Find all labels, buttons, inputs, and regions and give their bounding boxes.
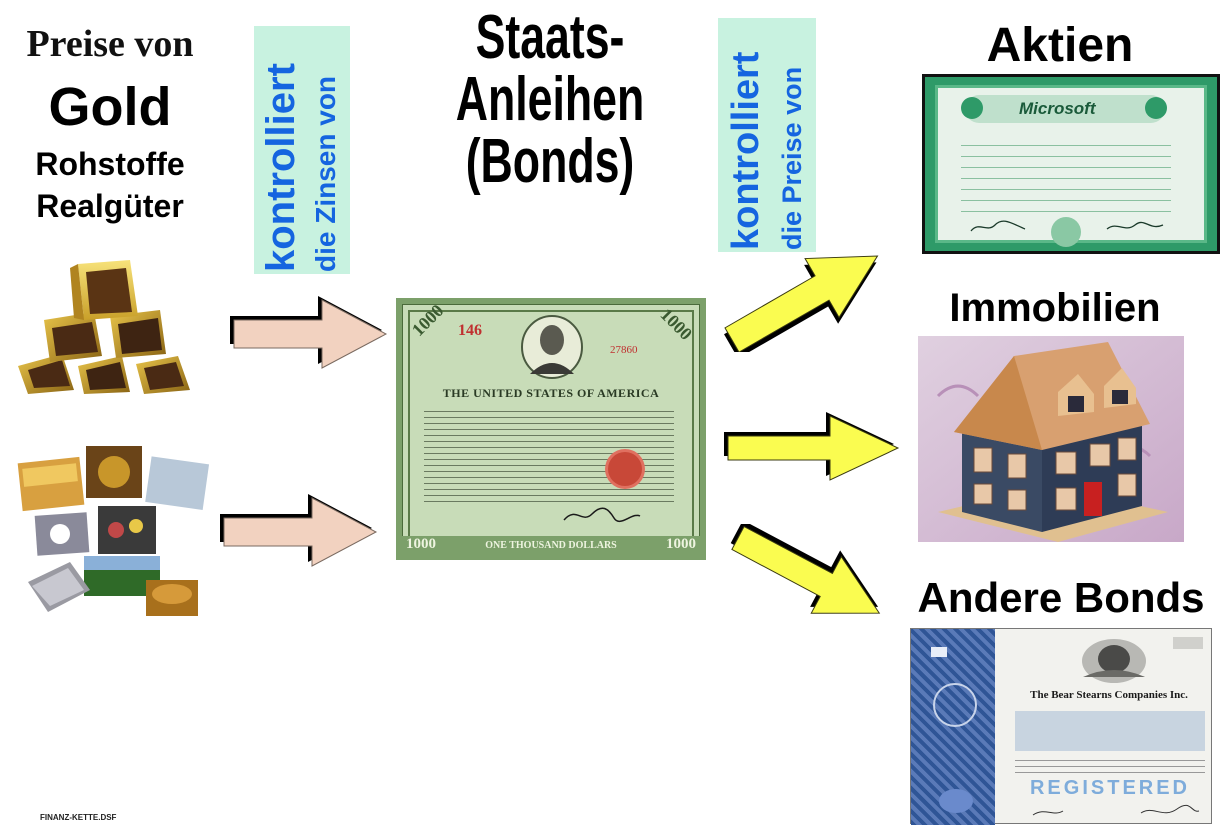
bond-seal — [608, 452, 642, 486]
label-kontrolliert-zinsen: kontrolliert die Zinsen von — [254, 26, 350, 274]
label-preise-right: die Preise von — [777, 66, 807, 250]
title-immobilien: Immobilien — [949, 286, 1161, 330]
center-title-anleihen: Anleihen — [455, 65, 645, 134]
bond-portrait — [521, 315, 583, 379]
arrow-gold-to-bonds — [230, 296, 388, 369]
left-title-line1: Preise von — [26, 23, 194, 65]
arrow-bonds-to-andere-bonds — [730, 524, 881, 614]
left-title-rohstoffe: Rohstoffe — [35, 146, 185, 182]
label-kontrolliert-preise: kontrolliert die Preise von — [718, 18, 816, 252]
title-aktien: Aktien — [986, 19, 1134, 72]
bond-number-bottom-left: 1000 — [406, 536, 436, 552]
left-title-realgueter: Realgüter — [36, 188, 184, 224]
us-bond-certificate: 1000 1000 146 27860 THE UNITED STATES OF… — [396, 298, 706, 560]
gold-bars-image — [18, 260, 190, 394]
registered-stamp: REGISTERED — [1029, 777, 1191, 799]
bond-signature — [563, 507, 641, 523]
stock-certificate-microsoft: Microsoft — [922, 74, 1220, 254]
label-kontrolliert-right: kontrolliert — [725, 51, 767, 250]
bond-code: 27860 — [610, 344, 638, 356]
microsoft-logo-text: Microsoft — [1019, 99, 1096, 118]
arrow-bonds-to-aktien — [724, 255, 879, 352]
bond-header: THE UNITED STATES OF AMERICA — [442, 386, 660, 400]
bond-number-bottom-right: 1000 — [666, 536, 696, 552]
center-title-staats: Staats- — [475, 3, 625, 72]
footer-filename: FINANZ-KETTE.DSF — [40, 813, 117, 822]
arrow-bonds-to-immobilien — [724, 412, 900, 481]
title-andere-bonds: Andere Bonds — [917, 574, 1205, 621]
label-kontrolliert-left: kontrolliert — [259, 63, 303, 272]
bear-stearns-vignette — [1082, 639, 1146, 683]
label-zinsen-left: die Zinsen von — [310, 75, 341, 272]
arrow-commodities-to-bonds — [220, 494, 378, 567]
center-title-bonds: (Bonds) — [465, 127, 635, 196]
house-image — [918, 336, 1184, 542]
commodities-collage-image — [17, 446, 210, 616]
bond-serial: 146 — [458, 322, 482, 339]
left-title-gold: Gold — [48, 77, 172, 137]
bond-amount-line: ONE THOUSAND DOLLARS — [485, 540, 617, 551]
bear-stearns-name: The Bear Stearns Companies Inc. — [1030, 689, 1188, 701]
bond-certificate-bear-stearns: The Bear Stearns Companies Inc. REGISTER… — [910, 628, 1212, 825]
